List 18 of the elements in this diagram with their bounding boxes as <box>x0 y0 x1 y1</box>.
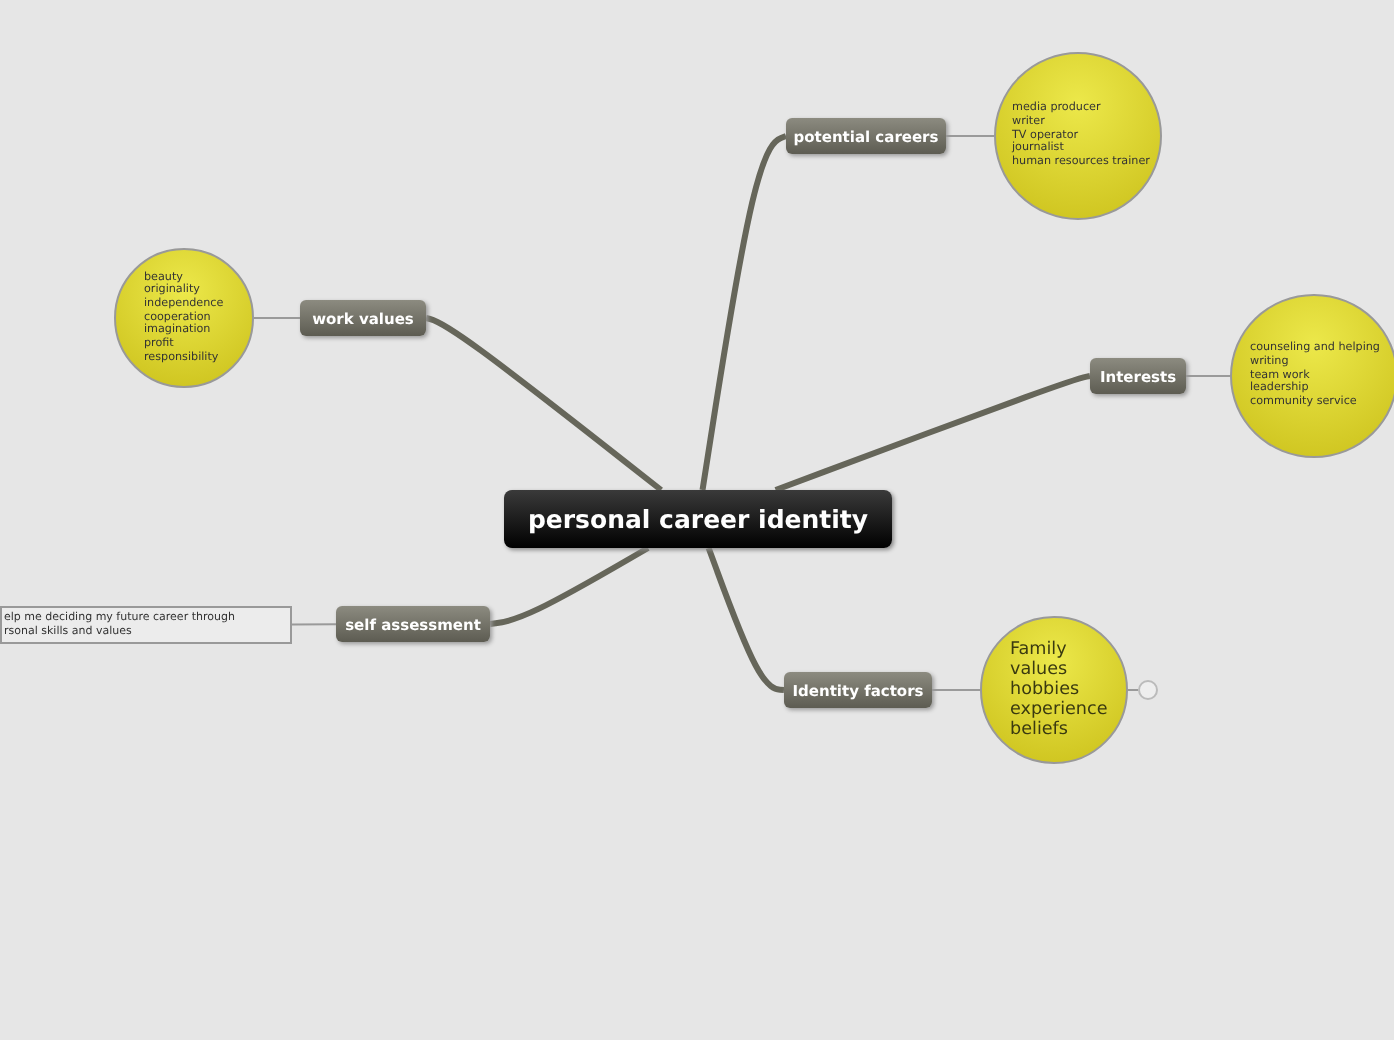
connector-line <box>699 133 788 491</box>
info-icon <box>1138 680 1158 700</box>
central-topic-box: personal career identity <box>504 490 892 548</box>
list-item: experience <box>1010 700 1110 721</box>
connector-line <box>489 545 650 627</box>
connector-line <box>931 689 981 691</box>
list-item: values <box>1010 659 1070 680</box>
connector-line <box>774 373 1091 493</box>
list-item: Family <box>1010 639 1069 660</box>
connector-line <box>253 317 301 319</box>
connector-line <box>291 623 337 626</box>
connector-line <box>1185 375 1231 377</box>
connector-line <box>945 135 995 137</box>
connector-line <box>425 315 663 493</box>
connector-line <box>705 546 785 693</box>
list-item: beliefs <box>1010 720 1070 741</box>
list-item: hobbies <box>1010 679 1082 700</box>
connector-line <box>1127 689 1139 691</box>
